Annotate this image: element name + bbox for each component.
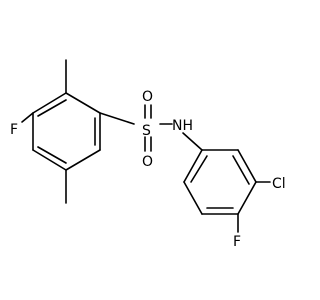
bond [237,181,257,215]
bond-c-s [99,112,135,125]
bond [37,146,67,164]
bond [232,155,250,185]
left-ring [32,92,101,171]
bond [183,181,203,215]
atom-o-top: O [142,89,153,105]
atom-cl: Cl [272,176,286,192]
atom-f-left: F [10,122,18,138]
bond [65,149,101,171]
atom-s: S [142,123,151,139]
atom-f-bottom: F [233,234,241,250]
bond-n-c [182,132,203,151]
bond [32,149,67,171]
bond [237,149,257,183]
bond [183,149,203,183]
molecule-structure: F S O O NH Cl F [10,59,286,250]
bond [65,92,101,114]
bond [32,92,67,114]
atom-nh: NH [172,118,193,134]
right-ring [183,149,257,215]
atom-o-bottom: O [142,154,153,170]
bond [37,99,67,117]
bond [190,155,208,183]
bond-c-f-left [21,112,34,123]
